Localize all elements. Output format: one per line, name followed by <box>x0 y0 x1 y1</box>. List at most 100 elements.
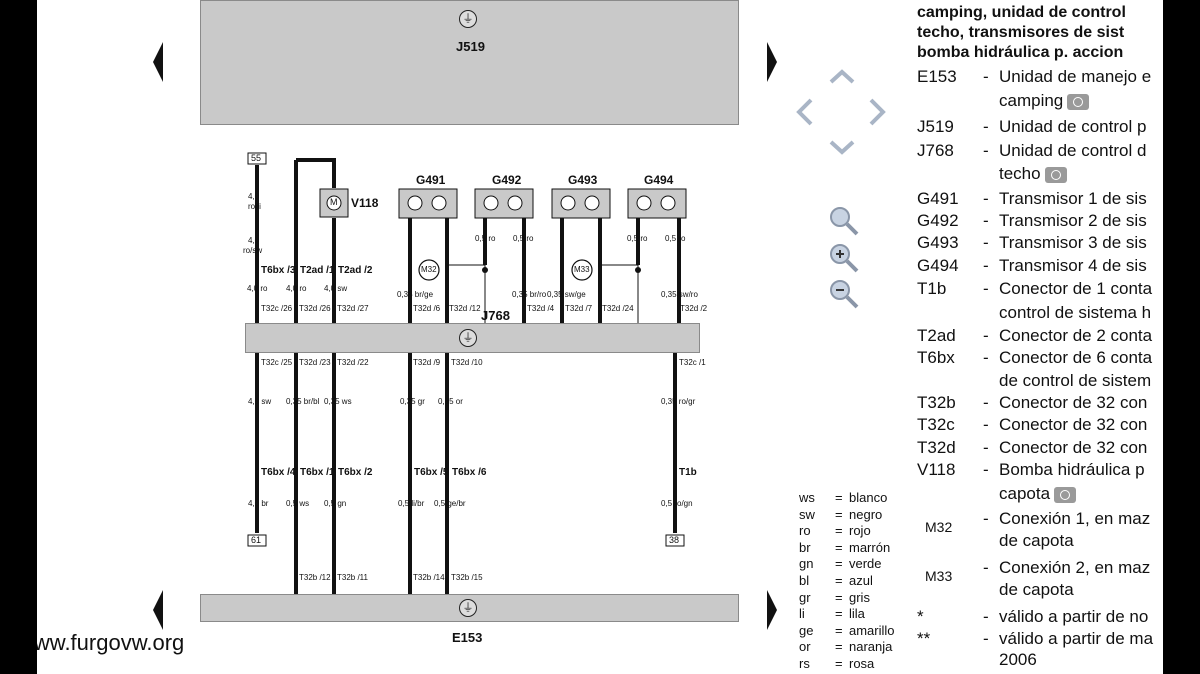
pin-label: T32d /9 <box>413 358 441 367</box>
g494-label: G494 <box>644 173 674 187</box>
m32-connection <box>418 259 440 281</box>
junction-dot <box>635 267 641 273</box>
color-row: or=naranja <box>799 639 893 655</box>
pin-label: T32d /24 <box>602 304 634 313</box>
watermark: www.furgovw.org <box>37 630 185 655</box>
sensor-element <box>560 195 576 211</box>
next-page-bottom-icon[interactable] <box>767 590 777 630</box>
pan-up-icon[interactable] <box>827 66 857 86</box>
color-row: ge=amarillo <box>799 622 895 638</box>
wire-label: 4,0 sw <box>248 397 272 406</box>
j768-bar: ⏚ <box>245 323 700 353</box>
pin-label: T32d /26 <box>299 304 331 313</box>
wire-label: 0,35 ws <box>324 397 352 406</box>
motor-symbol-label: M <box>330 197 338 207</box>
connector-label: T6bx /2 <box>338 467 373 478</box>
color-row: ws=blanco <box>799 490 888 505</box>
wire-label: 0,5 ro <box>513 234 534 243</box>
color-row: sw=negro <box>799 506 883 522</box>
prev-page-top-icon[interactable] <box>153 42 163 82</box>
wiring-diagram <box>247 152 687 594</box>
pin-label: T32d /4 <box>527 304 555 313</box>
pan-left-icon[interactable] <box>793 96 815 128</box>
wire-label: 0,35 or <box>438 397 463 406</box>
e153-label: E153 <box>452 630 483 645</box>
sensor-element <box>431 195 447 211</box>
pin-label: T32d /2 <box>680 304 708 313</box>
connector-label: T6bx /4 <box>261 467 296 478</box>
wire-label: 0,5 ro <box>475 234 496 243</box>
pin-label: T32d /27 <box>337 304 369 313</box>
terminal-38: 38 <box>669 535 680 545</box>
legend-heading: techo, transmisores de sist <box>917 24 1125 41</box>
sensor-element <box>407 195 423 211</box>
wire-label: ro/li <box>248 202 261 211</box>
zoom-fit-icon[interactable] <box>827 204 861 238</box>
connector-label: T6bx /1 <box>300 467 335 478</box>
g491-label: G491 <box>416 173 446 187</box>
color-row: gn=verde <box>799 556 882 572</box>
pin-label: T32d /10 <box>451 358 483 367</box>
pan-right-icon[interactable] <box>867 96 889 128</box>
color-legend: ws=blanco sw=negro ro=rojo br=marrón gn=… <box>799 490 895 673</box>
ground-symbol-icon: ⏚ <box>459 599 477 617</box>
zoom-in-icon[interactable] <box>827 241 861 275</box>
g492-label: G492 <box>492 173 522 187</box>
next-page-top-icon[interactable] <box>767 42 777 82</box>
wire-label: 4,0 ro <box>286 284 307 293</box>
wire-label: 0,5 ge/br <box>434 499 466 508</box>
pin-label: T32b /14 <box>413 573 445 582</box>
pin-label: T32d /6 <box>413 304 441 313</box>
sensor-box <box>627 188 687 219</box>
pin-label: T32d /7 <box>565 304 593 313</box>
j519-bar: ⏚ J519 <box>200 0 739 125</box>
component-legend: camping, unidad de control techo, transm… <box>917 4 1154 669</box>
connector-label: T2ad /1 <box>300 265 335 276</box>
pin-label: T32b /12 <box>299 573 331 582</box>
sensor-element <box>584 195 600 211</box>
legend-heading: bomba hidráulica p. accion <box>917 44 1124 61</box>
wire-label: 4,0 <box>248 236 260 245</box>
wire-label: 0,35 br/ge <box>397 290 434 299</box>
pin-label: T32b /15 <box>451 573 483 582</box>
connector-label: T6bx /3 <box>261 265 296 276</box>
color-row: ro=rojo <box>799 523 871 539</box>
wire <box>296 158 336 188</box>
wire-label: 0,5 ro <box>665 234 686 243</box>
color-row: bl=azul <box>799 572 873 588</box>
terminal-box <box>247 152 267 165</box>
wire-label: 0,35 br/ro <box>512 290 547 299</box>
pin-label: T32c /26 <box>261 304 293 313</box>
camera-icon[interactable] <box>1067 93 1090 110</box>
camera-icon[interactable] <box>1044 166 1067 183</box>
prev-page-bottom-icon[interactable] <box>153 590 163 630</box>
wire-label: 0,35 sw/ro <box>661 290 698 299</box>
ground-symbol-icon: ⏚ <box>459 10 477 28</box>
wire-label: 0,5 li/br <box>398 499 425 508</box>
document-page: ⏚ J519 ⏚ J768 ⏚ E153 <box>37 0 1163 674</box>
junction-dot <box>482 267 488 273</box>
sensor-element <box>483 195 499 211</box>
color-row: rs=rosa <box>799 655 875 671</box>
pan-down-icon[interactable] <box>827 138 857 158</box>
sensor-element <box>636 195 652 211</box>
pin-label: T32c /1 <box>679 358 706 367</box>
pin-label: T32d /23 <box>299 358 331 367</box>
color-row: li=lila <box>799 606 865 622</box>
camera-icon[interactable] <box>1054 486 1077 503</box>
wire-label: 4,0 <box>248 192 260 201</box>
e153-bar: ⏚ <box>200 594 739 622</box>
zoom-out-icon[interactable] <box>827 277 861 311</box>
wire-label: 0,5 ro <box>627 234 648 243</box>
j768-label: J768 <box>481 308 510 323</box>
terminal-box <box>247 534 267 547</box>
motor-symbol <box>326 195 342 211</box>
ground-symbol-icon: ⏚ <box>459 329 477 347</box>
terminal-61: 61 <box>251 535 262 545</box>
terminal-box <box>665 534 685 547</box>
m33-label: M33 <box>574 265 590 274</box>
wire-label: 0,35 sw/ge <box>547 290 586 299</box>
wire-label: 4,0 sw <box>324 284 348 293</box>
wire-label: 4,0 ro <box>247 284 268 293</box>
pin-label: T32b /11 <box>337 573 368 582</box>
